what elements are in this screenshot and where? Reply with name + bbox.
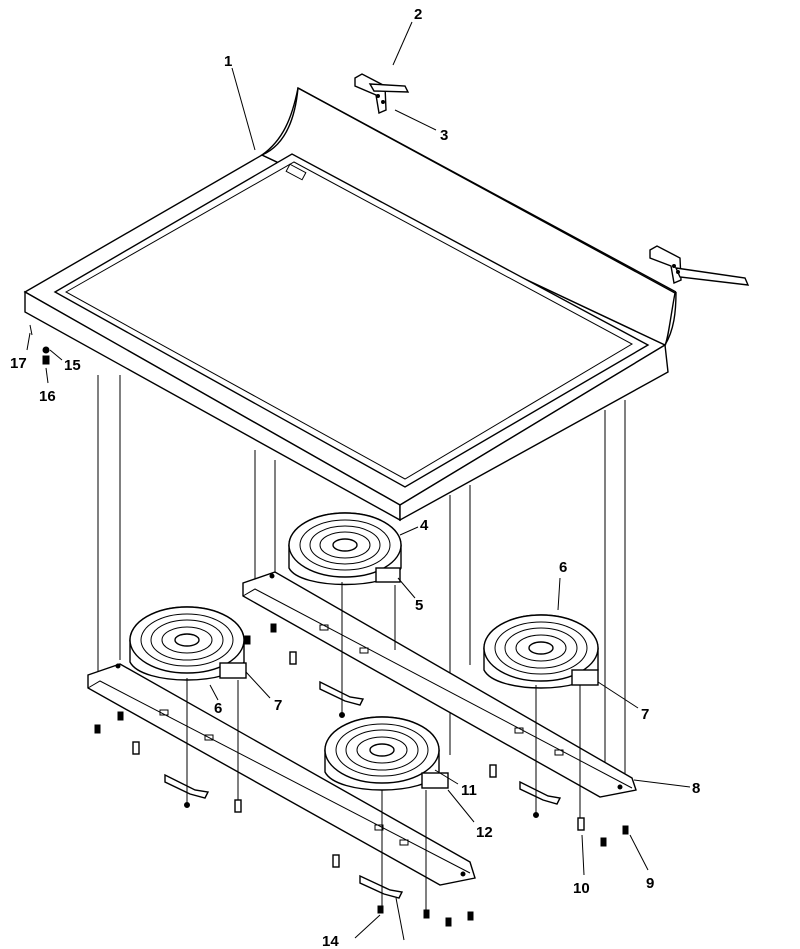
callout-6-rear-right: 6 bbox=[559, 559, 567, 576]
cooktop-side-skirt bbox=[399, 343, 669, 522]
callout-10: 10 bbox=[573, 880, 590, 897]
callout-5: 5 bbox=[415, 597, 423, 614]
callout-1: 1 bbox=[224, 53, 232, 70]
callout-8: 8 bbox=[692, 780, 700, 797]
cooktop-assembly bbox=[23, 86, 677, 522]
small-parts bbox=[29, 324, 50, 365]
callout-12: 12 bbox=[476, 824, 493, 841]
callout-2: 2 bbox=[414, 6, 422, 23]
callout-17: 17 bbox=[10, 355, 27, 372]
callout-6-front-left: 6 bbox=[214, 700, 222, 717]
callout-9: 9 bbox=[646, 875, 654, 892]
callout-7-right: 7 bbox=[641, 706, 649, 723]
callout-15: 15 bbox=[64, 357, 81, 374]
leader-lines bbox=[26, 21, 691, 941]
glass-panel bbox=[53, 153, 650, 488]
callout-4: 4 bbox=[420, 517, 429, 534]
callout-16: 16 bbox=[39, 388, 56, 405]
burner-element-front-right bbox=[324, 716, 449, 791]
callout-14: 14 bbox=[322, 933, 339, 949]
channel-slots bbox=[159, 624, 564, 846]
burner-element-rear-right bbox=[483, 614, 599, 689]
hinge-bracket-left bbox=[354, 73, 410, 114]
callout-7-left: 7 bbox=[274, 697, 282, 714]
callout-numbers: 1 2 3 4 5 6 6 7 7 8 9 10 11 12 14 15 16 … bbox=[10, 6, 700, 949]
assembly-lines bbox=[97, 375, 626, 780]
callout-3: 3 bbox=[440, 127, 448, 144]
burner-element-rear-left bbox=[288, 512, 402, 586]
callout-11: 11 bbox=[461, 782, 477, 799]
screws bbox=[94, 582, 629, 927]
burner-element-front-left bbox=[129, 606, 247, 681]
hinge-bracket-right bbox=[649, 245, 750, 286]
support-channel-right bbox=[242, 571, 637, 798]
